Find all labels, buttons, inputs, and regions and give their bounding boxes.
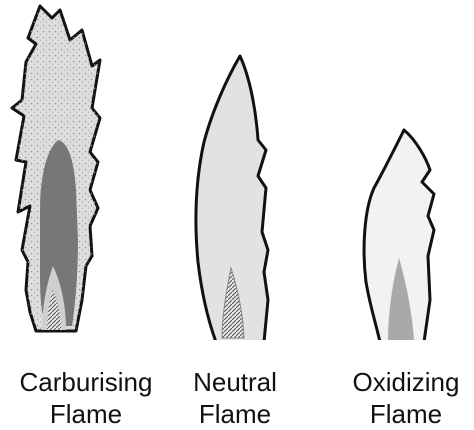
carburising-flame bbox=[12, 6, 100, 331]
carburising-flame-label: Carburising Flame bbox=[4, 366, 168, 430]
carburising-label-line2: Flame bbox=[4, 398, 168, 430]
flame-illustrations bbox=[0, 0, 474, 340]
oxidizing-flame-label: Oxidizing Flame bbox=[340, 366, 472, 430]
neutral-label-line1: Neutral bbox=[180, 366, 290, 398]
neutral-label-line2: Flame bbox=[180, 398, 290, 430]
neutral-flame bbox=[196, 56, 268, 340]
oxidizing-label-line1: Oxidizing bbox=[340, 366, 472, 398]
carburising-label-line1: Carburising bbox=[4, 366, 168, 398]
neutral-flame-label: Neutral Flame bbox=[180, 366, 290, 430]
oxidizing-flame bbox=[364, 130, 434, 340]
oxidizing-label-line2: Flame bbox=[340, 398, 472, 430]
